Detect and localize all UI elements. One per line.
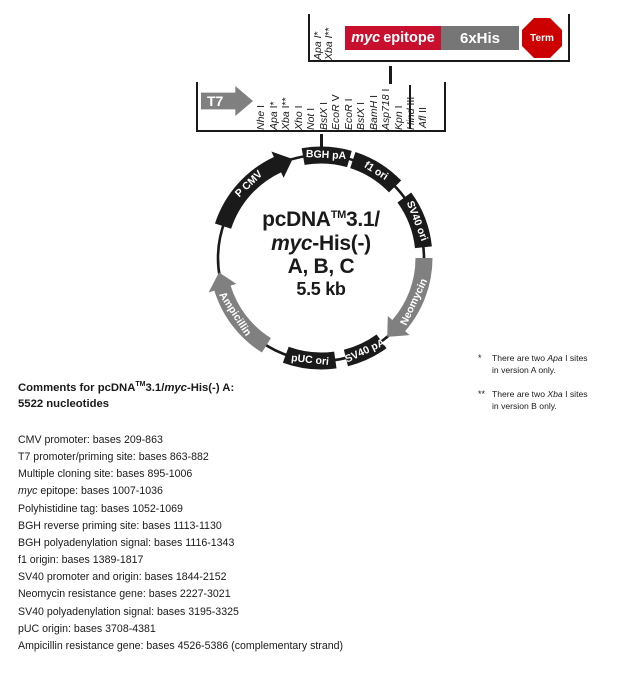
enzyme-label-xba-i: Xba I** xyxy=(280,97,292,130)
enzyme-label-nhe-i: Nhe I xyxy=(255,104,267,130)
plasmid-segment-ampicillin xyxy=(208,272,271,353)
comment-item: f1 origin: bases 1389-1817 xyxy=(18,554,144,567)
plasmid-circle-graphic xyxy=(208,146,433,370)
comment-item: BGH reverse priming site: bases 1113-113… xyxy=(18,519,222,532)
comment-item-myc-epitope: myc epitope: bases 1007-1036 xyxy=(18,485,163,498)
enzyme-label-hind-iii: Hind III xyxy=(405,96,417,130)
plasmid-segment-puc-ori xyxy=(282,346,337,370)
plasmid-segment-p-cmv xyxy=(214,151,293,229)
plasmid-segment-neomycin xyxy=(387,258,433,337)
comments-heading: Comments for pcDNATM3.1/myc-His(-) A: 55… xyxy=(18,380,318,413)
plasmid-segment-bgh-pa xyxy=(301,146,352,168)
plasmid-map: pcDNATM3.1/ myc-His(-) A, B, C 5.5 kb P … xyxy=(186,146,456,396)
comment-item: Neomycin resistance gene: bases 2227-302… xyxy=(18,588,231,601)
enzyme-label-kpn-i: Kpn I xyxy=(392,105,405,130)
cassette-label-apa-i: Apa I* xyxy=(312,31,324,60)
cassette-label-xba-i: Xba I** xyxy=(323,27,335,60)
enzyme-label-bstx-i: BstX I xyxy=(355,101,367,130)
plasmid-segment-sv40-pa xyxy=(343,334,387,367)
enzyme-label-bamh-i: BamH I xyxy=(367,94,380,130)
mcs-bracket xyxy=(196,82,446,132)
comment-item: pUC origin: bases 3708-4381 xyxy=(18,622,156,635)
comment-item: CMV promoter: bases 209-863 xyxy=(18,434,163,446)
comment-item: Polyhistidine tag: bases 1052-1069 xyxy=(18,502,183,515)
mcs-divider xyxy=(409,85,411,129)
comments-nucleotide-count: 5522 nucleotides xyxy=(18,398,110,411)
plasmid-segment-f1-ori xyxy=(350,151,402,193)
enzyme-label-bstx-i: BstX I xyxy=(317,101,330,130)
cassette-connector-line xyxy=(389,66,392,84)
cassette-bracket xyxy=(308,14,570,62)
plasmid-segment-sv40-ori xyxy=(397,192,432,249)
footnote-marker: * xyxy=(478,353,482,363)
enzyme-label-apa-i: Apa I* xyxy=(267,101,280,130)
enzyme-label-ecor-i: EcoR I xyxy=(342,98,355,130)
termination-stop-icon: Term xyxy=(522,18,562,58)
enzyme-label-afl-ii: Afl II xyxy=(417,106,429,128)
mcs-connector-line xyxy=(320,134,323,150)
footnote-line-2: in version A only. xyxy=(492,365,556,376)
comment-item: T7 promoter/priming site: bases 863-882 xyxy=(18,451,209,464)
comment-item: Multiple cloning site: bases 895-1006 xyxy=(18,468,193,481)
comment-item: Ampicillin resistance gene: bases 4526-5… xyxy=(18,639,344,652)
comment-item: SV40 promoter and origin: bases 1844-215… xyxy=(18,571,227,584)
enzyme-label-ecor-v: EcoR V xyxy=(330,94,342,130)
comments-feature-list: CMV promoter: bases 209-863 T7 promoter/p… xyxy=(18,432,438,655)
plasmid-label-bgh-pa: BGH pA xyxy=(305,148,347,163)
enzyme-label-xho-i: Xho I xyxy=(292,105,305,130)
comment-item: SV40 polyadenylation signal: bases 3195-… xyxy=(18,605,239,618)
footnote-line-2: in version B only. xyxy=(492,401,557,412)
6xhis-tag-box: 6xHis xyxy=(441,26,519,50)
comment-item: BGH polyadenylation signal: bases 1116-1… xyxy=(18,536,235,549)
plasmid-center-title: pcDNATM3.1/ myc-His(-) A, B, C 5.5 kb xyxy=(262,208,380,299)
enzyme-label-asp718-i: Asp718 I xyxy=(380,88,392,130)
enzyme-label-not-i: Not I xyxy=(305,107,317,130)
footnote-marker: ** xyxy=(478,388,486,399)
